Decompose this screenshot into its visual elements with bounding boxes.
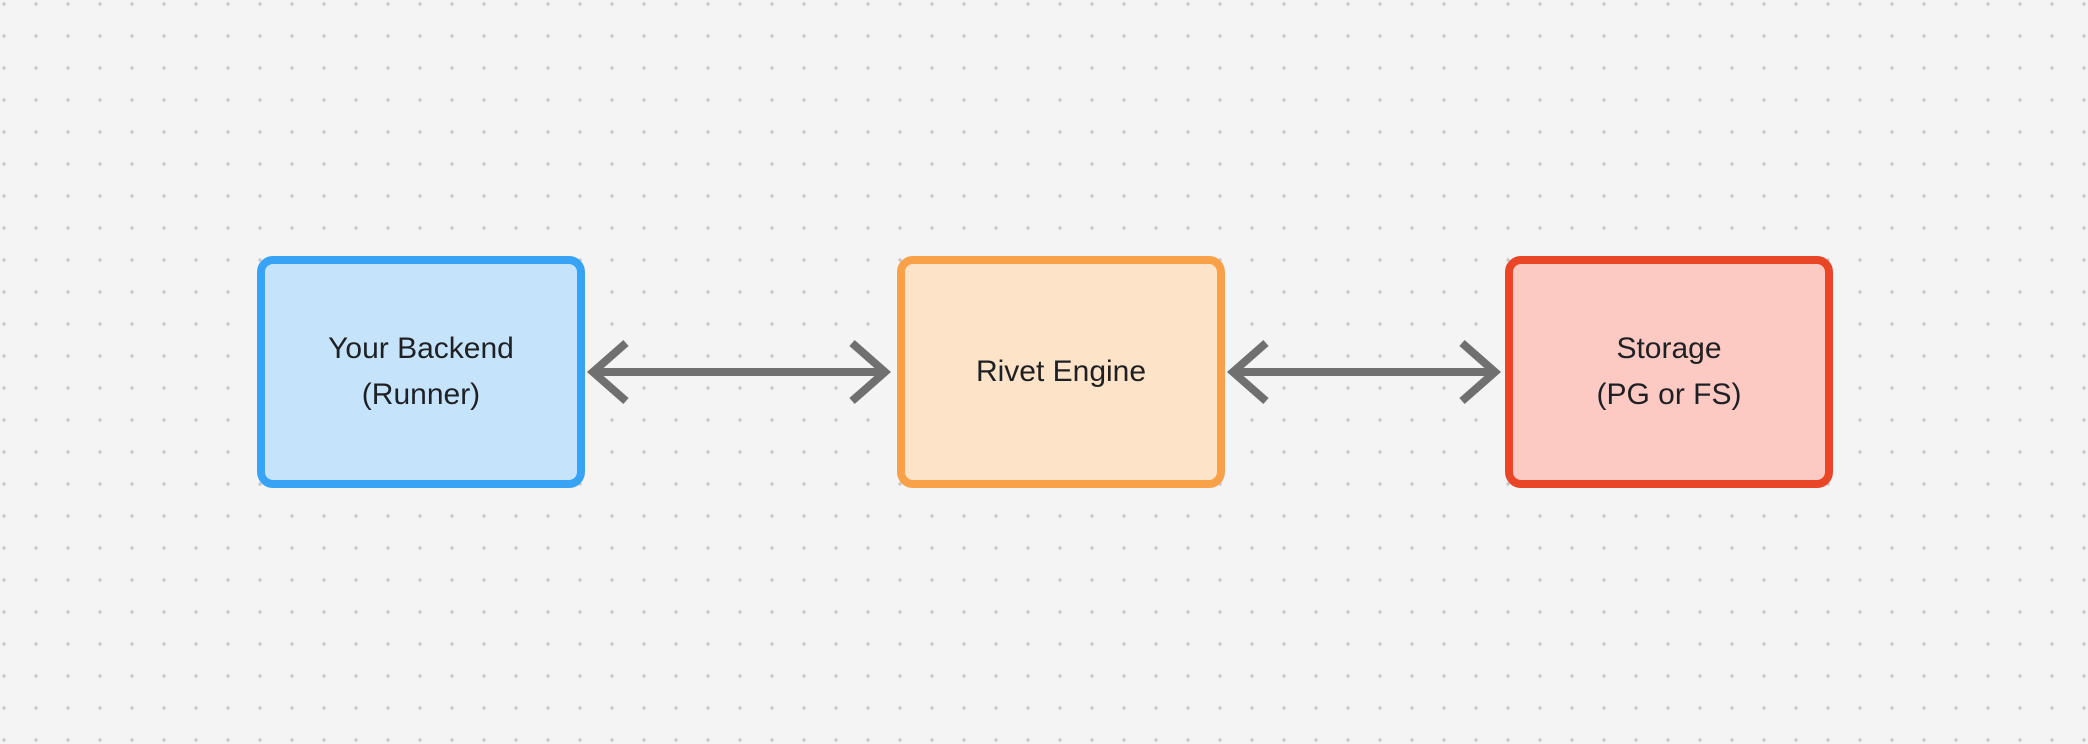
node-storage-label-line2: (PG or FS) — [1596, 378, 1742, 411]
arrow-backend-engine-head-left — [586, 339, 629, 405]
node-rivet-engine-label: Rivet Engine — [976, 349, 1146, 395]
node-rivet-engine-label-line1: Rivet Engine — [975, 355, 1147, 388]
arrow-engine-storage-head-right — [1459, 339, 1502, 405]
node-your-backend-label-line2: (Runner) — [361, 378, 481, 411]
node-storage[interactable]: Storage (PG or FS) — [1505, 256, 1833, 488]
node-your-backend-label: Your Backend (Runner) — [328, 326, 514, 418]
arrow-engine-storage-head-left — [1226, 339, 1269, 405]
node-rivet-engine[interactable]: Rivet Engine — [897, 256, 1225, 488]
arrow-backend-engine-head-right — [849, 339, 892, 405]
node-storage-label: Storage (PG or FS) — [1596, 326, 1741, 418]
node-your-backend-label-line1: Your Backend — [328, 332, 514, 365]
node-your-backend[interactable]: Your Backend (Runner) — [257, 256, 585, 488]
arrow-engine-storage[interactable] — [1226, 339, 1502, 405]
node-storage-label-line1: Storage — [1616, 332, 1722, 365]
arrow-backend-engine[interactable] — [586, 339, 892, 405]
